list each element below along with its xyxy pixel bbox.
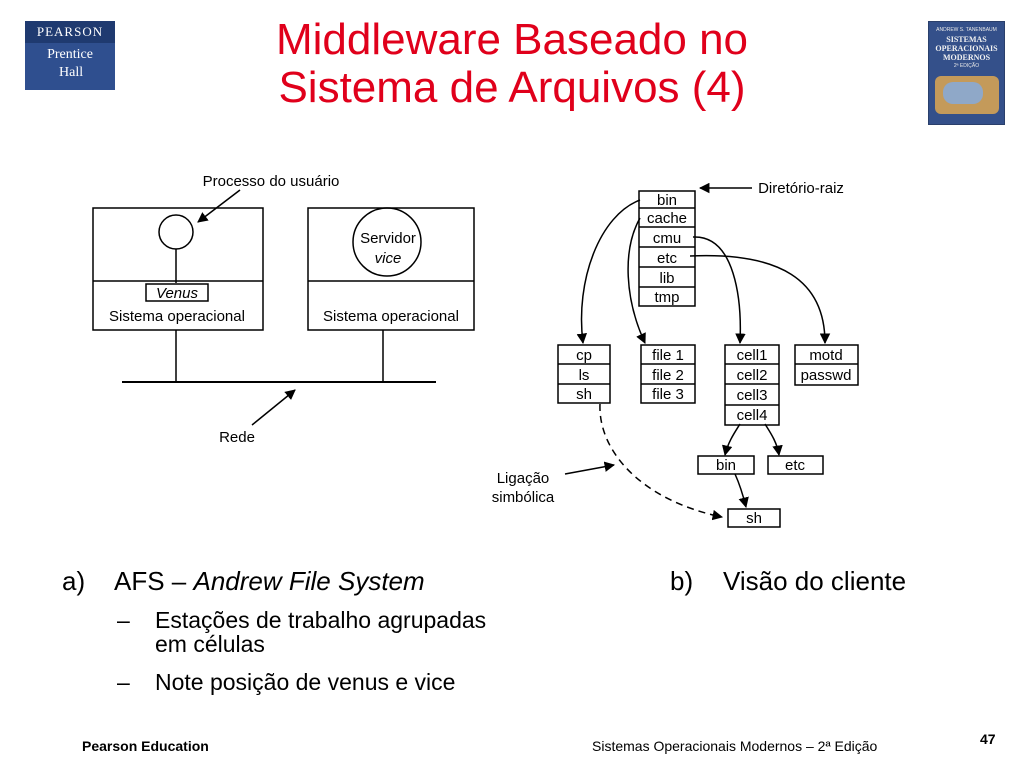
bin-entry: sh bbox=[576, 386, 592, 403]
cache-entry: file 1 bbox=[652, 347, 684, 364]
user-process-label: Processo do usuário bbox=[203, 173, 340, 190]
network-label: Rede bbox=[219, 429, 255, 446]
server-os-label: Sistema operacional bbox=[323, 308, 459, 325]
figure-a bbox=[92, 189, 475, 426]
network-arrow bbox=[251, 389, 296, 426]
footer-publisher: Pearson Education bbox=[82, 738, 209, 754]
root-entry: cmu bbox=[653, 230, 681, 247]
cache-directory-box bbox=[640, 344, 696, 404]
book-cover-art-detail bbox=[943, 82, 983, 104]
bullet-a-text: AFS – Andrew File System bbox=[114, 566, 425, 596]
vice-label: vice bbox=[375, 250, 402, 267]
bin-entry: cp bbox=[576, 347, 592, 364]
root-directory-box bbox=[638, 190, 696, 307]
logo-pearson-text: PEARSON bbox=[25, 21, 115, 43]
root-entry: tmp bbox=[654, 289, 679, 306]
cache-arrow bbox=[627, 217, 646, 344]
etc-entry: passwd bbox=[801, 367, 852, 384]
bullet-b-marker: b) bbox=[670, 566, 694, 596]
cache-entry: file 2 bbox=[652, 367, 684, 384]
cmu-entry: cell3 bbox=[737, 387, 768, 404]
cell-etc-arrow bbox=[764, 423, 783, 457]
root-label: Diretório-raiz bbox=[758, 180, 844, 197]
sh-arrow bbox=[734, 473, 749, 509]
book-author: ANDREW S. TANENBAUM bbox=[936, 27, 997, 33]
venus-box bbox=[145, 283, 209, 302]
sub-bullet-2: Note posição de venus e vice bbox=[155, 669, 456, 695]
root-entry: lib bbox=[659, 270, 674, 287]
cell-etc-label: etc bbox=[785, 457, 806, 474]
sub-bullet-1: Estações de trabalho agrupadas em célula… bbox=[155, 608, 595, 656]
sub-bullet-1-dash: – bbox=[117, 607, 130, 633]
cell-bin-label: bin bbox=[716, 457, 736, 474]
cmu-entry: cell1 bbox=[737, 347, 768, 364]
logo-prentice-text: Prentice bbox=[47, 47, 93, 62]
user-process-circle bbox=[158, 214, 194, 250]
root-entry: cache bbox=[647, 210, 687, 227]
venus-label: Venus bbox=[156, 285, 198, 302]
bin-arrow bbox=[576, 199, 641, 345]
symlink-label-line1: Ligação bbox=[497, 470, 550, 487]
cmu-entry: cell4 bbox=[737, 407, 768, 424]
page-number: 47 bbox=[980, 731, 996, 747]
bullet-a-prefix: AFS – bbox=[114, 566, 194, 596]
cmu-directory-box bbox=[724, 344, 780, 426]
symlink-label-arrow bbox=[564, 461, 616, 475]
cell-etc-box bbox=[767, 455, 824, 475]
user-process-arrow bbox=[197, 189, 241, 223]
root-entry: bin bbox=[657, 192, 677, 209]
client-machine-box bbox=[92, 207, 264, 331]
logo-hall-text: Hall bbox=[59, 65, 84, 80]
figure-b bbox=[557, 182, 859, 528]
book-edition: 2ª EDIÇÃO bbox=[953, 63, 980, 69]
server-label: Servidor bbox=[360, 230, 416, 247]
vice-server-circle bbox=[352, 207, 422, 277]
bin-entry: ls bbox=[579, 367, 590, 384]
slide-title-line2: Sistema de Arquivos (4) bbox=[278, 63, 746, 112]
slide-title: Middleware Baseado no Sistema de Arquivo… bbox=[150, 16, 874, 112]
etc-arrow bbox=[689, 254, 831, 345]
sh-target-label: sh bbox=[746, 510, 762, 527]
bullet-a-marker: a) bbox=[62, 566, 86, 596]
cmu-arrow bbox=[692, 236, 746, 345]
etc-directory-box bbox=[794, 344, 859, 386]
sub-bullet-2-dash: – bbox=[117, 669, 130, 695]
bullet-b-text: Visão do cliente bbox=[723, 566, 907, 596]
cell-bin-arrow bbox=[722, 423, 741, 457]
cmu-entry: cell2 bbox=[737, 367, 768, 384]
etc-entry: motd bbox=[809, 347, 842, 364]
sub-bullet-1-line1: Estações de trabalho agrupadas bbox=[155, 607, 487, 633]
bin-directory-box bbox=[557, 344, 611, 404]
publisher-logo: PEARSON Prentice Hall bbox=[25, 21, 115, 90]
book-title: SISTEMAS OPERACIONAIS MODERNOS bbox=[935, 35, 998, 62]
client-os-label: Sistema operacional bbox=[109, 308, 245, 325]
symlink-dashed-arrow bbox=[599, 403, 724, 521]
root-entry: etc bbox=[657, 250, 678, 267]
slide-title-line1: Middleware Baseado no bbox=[275, 15, 749, 64]
footer-book-title: Sistemas Operacionais Modernos – 2ª Ediç… bbox=[592, 738, 878, 754]
book-cover-image: ANDREW S. TANENBAUM SISTEMAS OPERACIONAI… bbox=[928, 21, 1005, 125]
bullet-a-italic: Andrew File System bbox=[193, 566, 425, 596]
sub-bullet-1-line2: em células bbox=[155, 631, 265, 657]
sh-target-box bbox=[727, 508, 781, 528]
symlink-label-line2: simbólica bbox=[492, 489, 555, 506]
cache-entry: file 3 bbox=[652, 386, 684, 403]
